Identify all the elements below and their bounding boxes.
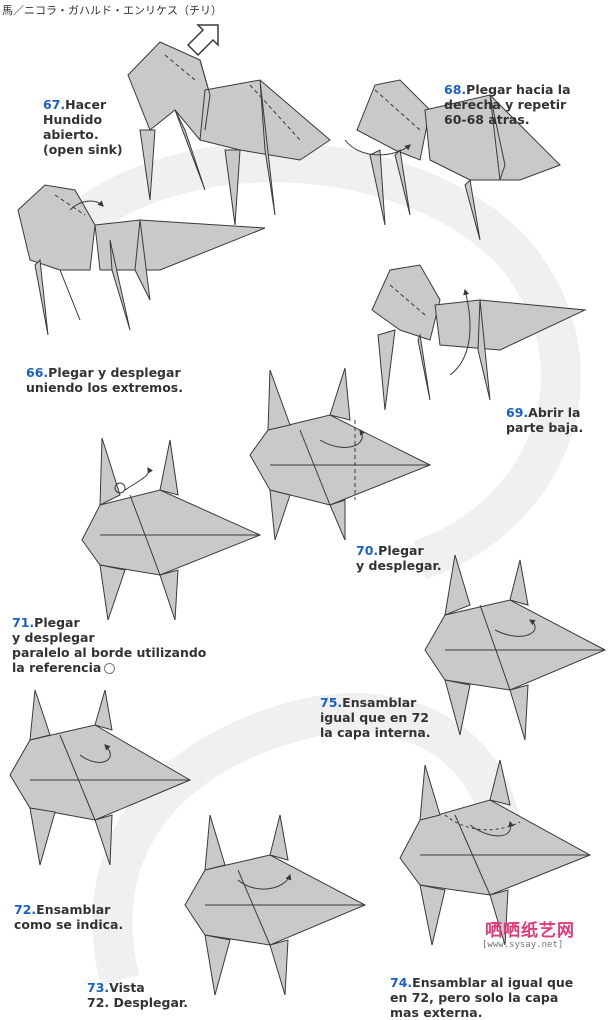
- step-72-caption: 72.Ensamblar como se indica.: [14, 887, 123, 932]
- step-67-caption: 67.Hacer Hundido abierto. (open sink): [43, 82, 123, 157]
- step-66-number: 66.: [26, 365, 48, 380]
- step-72-figure: [10, 690, 190, 865]
- step-75-figure: [425, 555, 605, 740]
- step-70-caption: 70.Plegar y desplegar.: [356, 528, 442, 573]
- step-72-number: 72.: [14, 902, 36, 917]
- step-71-figure: [82, 438, 260, 620]
- step-75-caption: 75.Ensamblar igual que en 72 la capa int…: [320, 680, 431, 740]
- step-68-caption: 68.Plegar hacia la derecha y repetir 60-…: [444, 67, 571, 127]
- step-74-number: 74.: [390, 975, 412, 990]
- step-70-figure: [250, 368, 430, 540]
- step-70-number: 70.: [356, 543, 378, 558]
- step-68-number: 68.: [444, 82, 466, 97]
- step-69-caption: 69.Abrir la parte baja.: [506, 390, 583, 435]
- step-73-figure: [185, 815, 365, 995]
- reference-circle-icon: [104, 663, 115, 674]
- step-73-number: 73.: [87, 980, 109, 995]
- step-71-number: 71.: [12, 615, 34, 630]
- step-67-number: 67.: [43, 97, 65, 112]
- push-arrow-icon: [188, 25, 218, 55]
- step-75-number: 75.: [320, 695, 342, 710]
- site-url: [www.sysay.net]: [482, 940, 563, 950]
- site-logo: 哂哂纸艺网: [485, 916, 575, 941]
- step-69-number: 69.: [506, 405, 528, 420]
- step-74-caption: 74.Ensamblar al igual que en 72, pero so…: [390, 960, 573, 1020]
- step-73-caption: 73.Vista 72. Desplegar.: [87, 965, 188, 1010]
- step-66-text: Plegar y desplegar uniendo los extremos.: [26, 365, 183, 395]
- step-74-text: Ensamblar al igual que en 72, pero solo …: [390, 975, 573, 1020]
- step-71-caption: 71.Plegar y desplegar paralelo al borde …: [12, 600, 206, 675]
- step-66-caption: 66.Plegar y desplegar uniendo los extrem…: [26, 350, 183, 395]
